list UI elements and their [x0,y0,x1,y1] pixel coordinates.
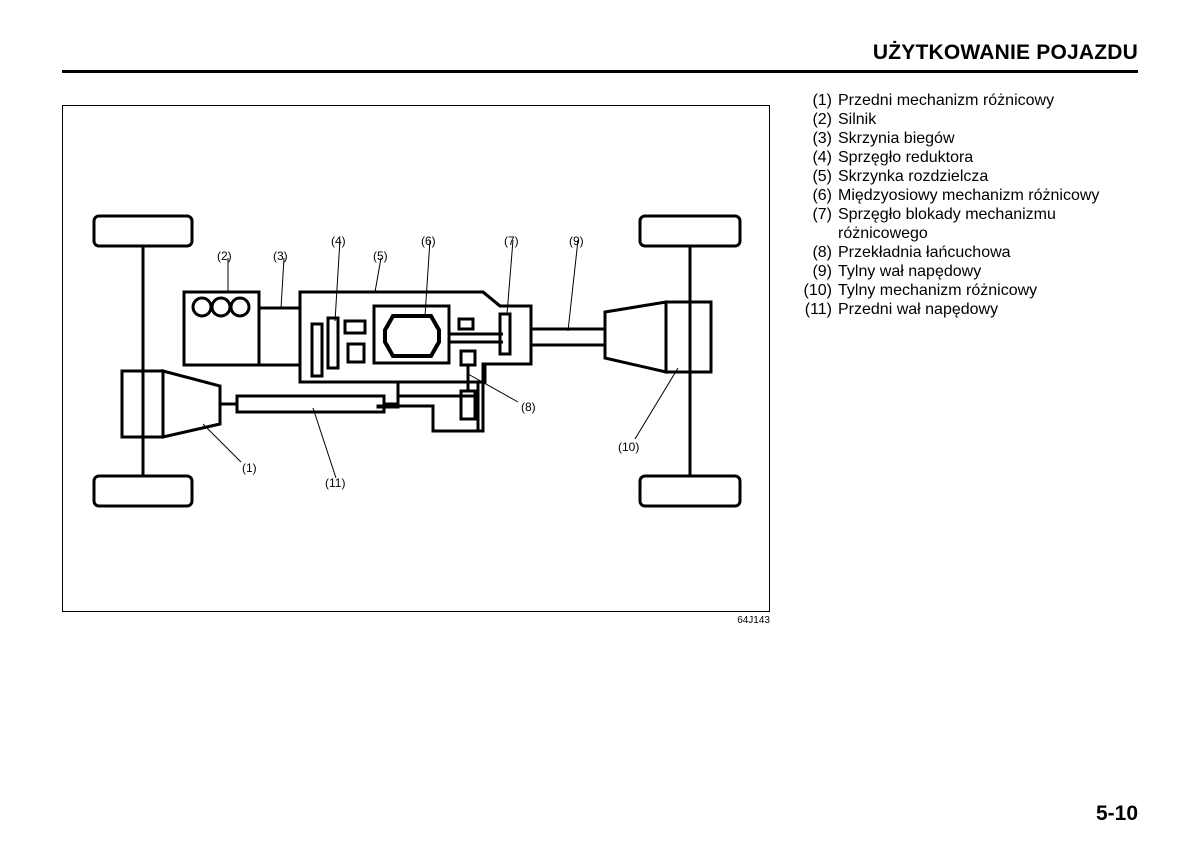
legend-number: (3) [812,130,832,147]
reduction-clutch-gear [310,322,324,378]
figure-code: 64J143 [737,615,770,626]
rear-differential [664,300,713,374]
legend-text: Przedni mechanizm różnicowy [838,92,1055,109]
page-number: 5-10 [1095,802,1138,825]
chain-drive-sprocket [459,349,477,367]
engine-cylinder [191,296,213,318]
front-right-wheel [92,474,194,508]
rear-right-wheel [638,474,742,508]
legend-number: (2) [812,111,832,128]
callout-8: (8) [521,400,536,414]
front-differential-housing [161,369,222,439]
legend-item: (8) Przekładnia łańcuchowa [798,243,1138,262]
header-rule [62,70,1138,73]
leader-line [312,407,337,479]
legend-text: Tylny mechanizm różnicowy [838,282,1038,299]
component-legend: (1) Przedni mechanizm różnicowy (2) Silnik… [798,91,1138,319]
leader-line [634,367,679,440]
legend-text: Skrzynka rozdzielcza [838,168,989,185]
callout-1: (1) [242,461,257,475]
legend-item: (2) Silnik [798,110,1138,129]
callout-10: (10) [618,440,639,454]
drivetrain-figure: (2) (3) (4) (5) (6) (7) (9) (8) (10) (1)… [62,105,770,612]
leader-line [334,239,341,322]
leader-line [567,239,579,332]
legend-number: (4) [812,149,832,166]
legend-item: (4) Sprzęgło reduktora [798,148,1138,167]
section-title: UŻYTKOWANIE POJAZDU [872,41,1138,64]
callout-11: (11) [325,476,345,490]
leader-line [374,257,382,293]
legend-item: (10) Tylny mechanizm różnicowy [798,281,1138,300]
callout-7: (7) [504,234,519,248]
reduction-clutch-gear [346,342,366,364]
legend-number: (1) [812,92,832,109]
legend-number: (5) [812,168,832,185]
callout-6: (6) [421,234,436,248]
legend-text: Silnik [838,111,877,128]
legend-text: Przekładnia łańcuchowa [838,244,1011,261]
reduction-clutch-collar [343,319,367,335]
legend-item: (5) Skrzynka rozdzielcza [798,167,1138,186]
leader-line [467,373,519,403]
callout-2: (2) [217,249,232,263]
diff-lock-clutch [498,312,512,356]
callout-5: (5) [373,249,388,263]
legend-item: (6) Międzyosiowy mechanizm różnicowy [798,186,1138,205]
front-left-wheel [92,214,194,248]
legend-number: (11) [804,301,832,318]
legend-number: (10) [803,282,832,299]
rear-differential-housing [603,300,668,374]
rear-left-wheel [638,214,742,248]
leader-line [506,239,514,315]
reduction-clutch-shaft [326,316,340,370]
legend-item: (3) Skrzynia biegów [798,129,1138,148]
callout-4: (4) [331,234,346,248]
legend-number: (9) [812,263,832,280]
legend-item: (1) Przedni mechanizm różnicowy [798,91,1138,110]
transmission [257,306,302,367]
chain-drive-lower-sprocket [459,389,477,421]
leader-line [424,239,431,317]
transfer-case-lower [396,382,480,398]
legend-text: Skrzynia biegów [838,130,955,147]
callout-9: (9) [569,234,584,248]
drivetrain-diagram: (2) (3) (4) (5) (6) (7) (9) (8) (10) (1)… [92,214,742,508]
legend-text: Sprzęgło blokady mechanizmu różnicowego [838,206,1056,242]
legend-number: (6) [812,187,832,204]
legend-text: Tylny wał napędowy [838,263,982,280]
rear-propeller-shaft [529,327,607,347]
leader-line [280,257,285,309]
legend-text: Sprzęgło reduktora [838,149,974,166]
legend-item: (7) Sprzęgło blokady mechanizmu różnicowe… [798,205,1138,243]
legend-text: Międzyosiowy mechanizm różnicowy [838,187,1100,204]
legend-number: (7) [812,206,832,223]
center-differential [383,314,441,358]
legend-item: (11) Przedni wał napędowy [798,300,1138,319]
legend-number: (8) [812,244,832,261]
callout-3: (3) [273,249,288,263]
legend-text: Przedni wał napędowy [838,301,999,318]
legend-item: (9) Tylny wał napędowy [798,262,1138,281]
leader-line [202,423,242,463]
center-differential-gear [457,317,475,331]
engine-cylinder [229,296,251,318]
engine-cylinder [210,296,232,318]
front-propeller-shaft [235,394,386,414]
